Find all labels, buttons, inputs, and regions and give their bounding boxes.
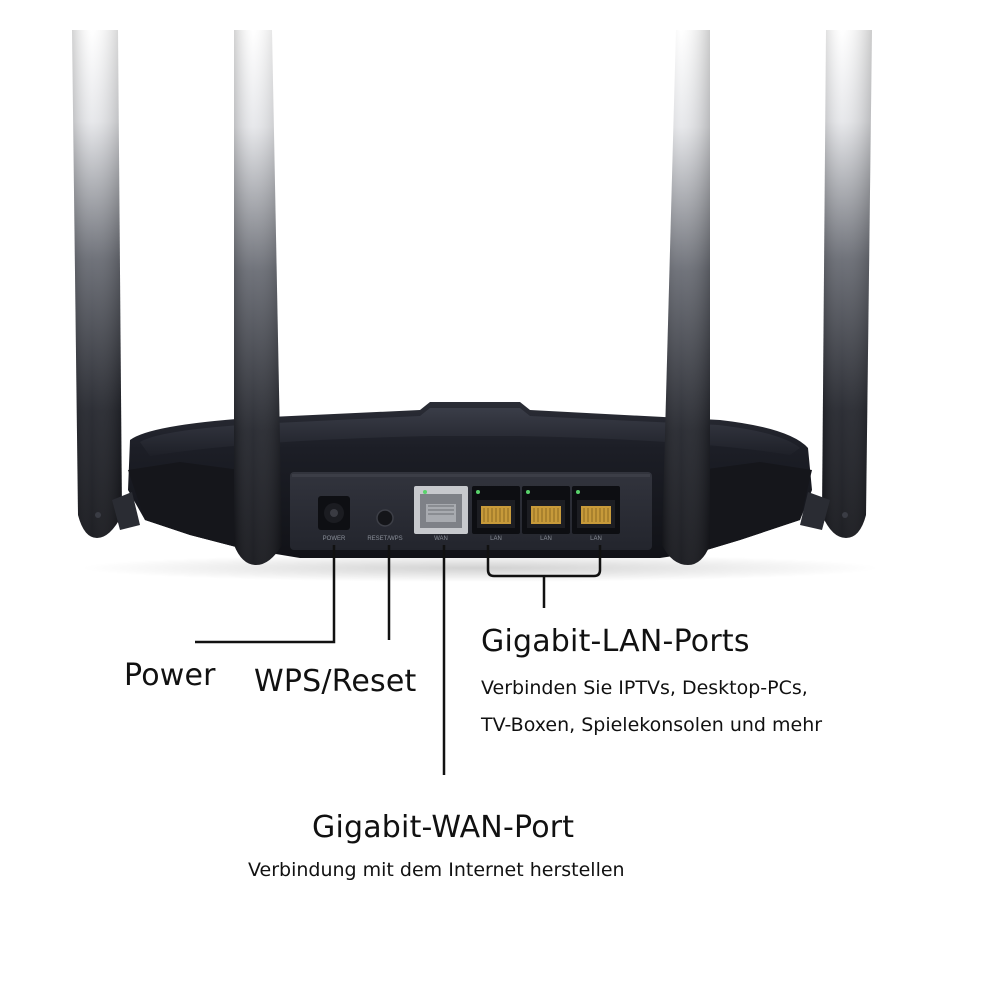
power-port: POWER bbox=[318, 496, 350, 542]
lan-port-3: LAN bbox=[572, 486, 620, 542]
lan-port-1: LAN bbox=[472, 486, 520, 542]
lan-port-3-label: LAN bbox=[590, 536, 602, 542]
power-leader-line bbox=[195, 545, 336, 644]
wan-title: Gigabit-WAN-Port bbox=[312, 810, 575, 845]
lan-port-2: LAN bbox=[522, 486, 570, 542]
lan-port-1-label: LAN bbox=[490, 536, 502, 542]
power-title: Power bbox=[124, 658, 216, 693]
wan-description: Verbindung mit dem Internet herstellen bbox=[248, 859, 625, 881]
wan-port: WAN bbox=[414, 486, 468, 542]
wps-reset-title: WPS/Reset bbox=[254, 664, 417, 699]
power-port-label: POWER bbox=[323, 536, 346, 542]
lan-port-2-label: LAN bbox=[540, 536, 552, 542]
router-shadow bbox=[80, 554, 880, 582]
antenna-right-inner bbox=[662, 30, 710, 565]
lan-description-line-1: Verbinden Sie IPTVs, Desktop-PCs, bbox=[481, 677, 808, 699]
lan-title: Gigabit-LAN-Ports bbox=[481, 624, 750, 659]
antenna-left-outer bbox=[72, 30, 140, 538]
reset-port-label: RESET/WPS bbox=[367, 536, 402, 542]
reset-button: RESET/WPS bbox=[367, 509, 403, 542]
wan-port-label: WAN bbox=[434, 536, 448, 542]
antenna-right-outer bbox=[800, 30, 872, 538]
lan-description-line-2: TV-Boxen, Spielekonsolen und mehr bbox=[481, 714, 823, 736]
antenna-left-inner bbox=[234, 30, 282, 565]
lan-bracket bbox=[486, 545, 602, 608]
